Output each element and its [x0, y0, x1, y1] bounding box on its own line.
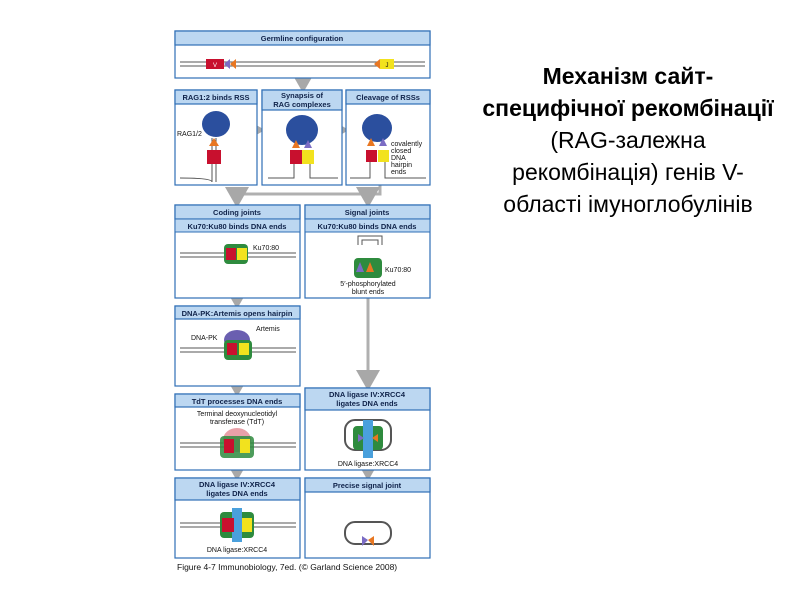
- ku-binds-left-header: Ku70:Ku80 binds DNA ends: [188, 222, 287, 231]
- ligase-left-label: DNA ligase:XRCC4: [207, 547, 267, 554]
- ligase-left-header-2: ligates DNA ends: [206, 489, 267, 498]
- phospho-label-2: blunt ends: [352, 289, 385, 296]
- slide-title-normal: (RAG-залежна рекомбінація) генів V-облас…: [503, 127, 753, 217]
- slide-title: Механізм сайт-специфічної рекомбінації (…: [478, 60, 778, 220]
- hairpin-label-2: closed: [391, 148, 411, 155]
- hairpin-label-5: ends: [391, 169, 407, 176]
- tdt-label-2: transferase (TdT): [210, 419, 264, 426]
- ligase-right-header-2: ligates DNA ends: [336, 399, 397, 408]
- panel-signal-ku: Signal joints Ku70:Ku80 binds DNA ends K…: [304, 204, 431, 299]
- precise-header: Precise signal joint: [333, 481, 402, 490]
- panel-ligase-left: DNA ligase IV:XRCC4 ligates DNA ends DNA…: [174, 477, 301, 559]
- tdt-label-1: Terminal deoxynucleotidyl: [197, 411, 278, 418]
- v-segment: [206, 59, 224, 69]
- panel-tdt: TdT processes DNA ends Terminal deoxynuc…: [174, 393, 301, 471]
- rag-synapsis: [286, 115, 318, 145]
- ku-label-right: Ku70:80: [385, 267, 411, 274]
- panel-dnapk: DNA-PK:Artemis opens hairpin Artemis DNA…: [174, 305, 301, 387]
- dnapk-header: DNA-PK:Artemis opens hairpin: [182, 309, 293, 318]
- ligase-right-header-1: DNA ligase IV:XRCC4: [329, 390, 406, 399]
- j-label: J: [386, 63, 389, 69]
- hairpin-label-4: hairpin: [391, 162, 412, 169]
- tdt-header: TdT processes DNA ends: [192, 397, 283, 406]
- synapsis-header-2: RAG complexes: [273, 100, 331, 109]
- ligase-left-header-1: DNA ligase IV:XRCC4: [199, 480, 276, 489]
- rag-binds-header: RAG1:2 binds RSS: [182, 93, 249, 102]
- panel-germline: Germline configuration V J: [174, 30, 431, 79]
- panel-synapsis: Synapsis of RAG complexes: [261, 89, 343, 186]
- ku-label-left: Ku70:80: [253, 245, 279, 252]
- j-segment: [380, 59, 394, 69]
- flow-arrows: [225, 72, 382, 481]
- germline-header: Germline configuration: [261, 34, 344, 43]
- figure-caption: Figure 4-7 Immunobiology, 7ed. (© Garlan…: [177, 562, 397, 572]
- phospho-label-1: 5′-phosphorylated: [340, 281, 396, 288]
- signal-circle: [344, 521, 392, 545]
- dnapk-label: DNA-PK: [191, 335, 218, 342]
- signal-joints-header: Signal joints: [345, 208, 390, 217]
- hairpin-label-3: DNA: [391, 155, 406, 162]
- panel-ligase-right: DNA ligase IV:XRCC4 ligates DNA ends DNA…: [304, 387, 431, 471]
- rag-complex: [202, 111, 230, 137]
- panel-rag-binds: RAG1:2 binds RSS RAG1/2: [174, 89, 258, 186]
- hairpin-label-1: covalently: [391, 141, 423, 148]
- ku-binds-right-header: Ku70:Ku80 binds DNA ends: [318, 222, 417, 231]
- coding-joints-header: Coding joints: [213, 208, 261, 217]
- panel-cleavage: Cleavage of RSSs covalently closed DNA h…: [345, 89, 431, 186]
- panel-precise-signal: Precise signal joint: [304, 477, 431, 559]
- panel-coding-ku: Coding joints Ku70:Ku80 binds DNA ends K…: [174, 204, 301, 299]
- slide-title-bold: Механізм сайт-специфічної рекомбінації: [482, 63, 774, 121]
- synapsis-header-1: Synapsis of: [281, 91, 324, 100]
- ligase-right-label: DNA ligase:XRCC4: [338, 461, 398, 468]
- cleavage-header: Cleavage of RSSs: [356, 93, 420, 102]
- v-label: V: [213, 63, 217, 69]
- artemis-label: Artemis: [256, 326, 280, 333]
- rag-label: RAG1/2: [177, 131, 202, 138]
- rag-cleavage: [362, 114, 392, 142]
